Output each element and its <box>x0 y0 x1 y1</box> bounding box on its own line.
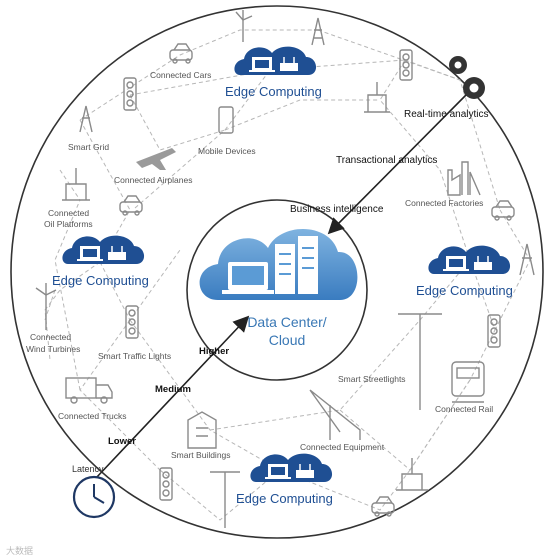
building-icon <box>187 411 217 449</box>
business-intelligence-label: Business intelligence <box>290 204 384 215</box>
analytics-arrow <box>327 94 467 235</box>
smart-grid-label: Smart Grid <box>68 142 110 152</box>
watermark: 大数据 <box>6 546 34 556</box>
train-icon <box>451 361 485 403</box>
connected-wind-label-1: Connected <box>30 332 72 342</box>
edge-computing-label-bottom: Edge Computing <box>236 491 333 506</box>
smart-streetlights-label: Smart Streetlights <box>338 374 406 384</box>
traffic-light-icon <box>399 49 413 81</box>
wind-turbine-icon <box>35 283 57 330</box>
edge-computing-label-right: Edge Computing <box>416 283 513 298</box>
mobile-devices-label: Mobile Devices <box>198 146 256 156</box>
latency-label: Latency <box>72 464 104 474</box>
connected-oil-label-1: Connected <box>48 208 90 218</box>
power-pylon-icon <box>519 243 535 276</box>
wind-turbine-icon <box>235 10 253 42</box>
car-icon <box>371 496 395 517</box>
inner-ring <box>186 199 368 381</box>
power-pylon-icon <box>79 105 93 133</box>
data-center-subtitle: Cloud <box>268 331 306 348</box>
street-light-icon <box>210 471 240 528</box>
gear-icon <box>449 56 485 99</box>
traffic-light-icon <box>487 314 501 348</box>
data-center-cloud <box>199 228 358 300</box>
connected-equipment-label: Connected Equipment <box>300 442 385 452</box>
oil-platform-icon <box>62 168 90 201</box>
car-icon <box>119 195 143 216</box>
oil-platform-icon <box>364 82 390 113</box>
transactional-analytics-label: Transactional analytics <box>336 155 438 166</box>
traffic-light-icon <box>123 77 137 111</box>
connected-wind-label-2: Wind Turbines <box>26 344 81 354</box>
airplane-icon <box>136 148 176 170</box>
clock-icon <box>72 475 116 519</box>
outer-ring <box>10 5 544 539</box>
power-pylon-icon <box>311 17 325 46</box>
edge-computing-label-top: Edge Computing <box>225 84 322 99</box>
factory-icon <box>447 161 481 196</box>
smart-traffic-lights-label: Smart Traffic Lights <box>98 351 172 361</box>
connected-factories-label: Connected Factories <box>405 198 484 208</box>
latency-higher-label: Higher <box>199 346 230 357</box>
connected-cars-label: Connected Cars <box>150 70 212 80</box>
crane-icon <box>309 389 361 440</box>
car-icon <box>169 43 193 64</box>
realtime-analytics-label: Real-time analytics <box>404 109 489 120</box>
edge-node-icon-left <box>62 235 145 264</box>
car-icon <box>491 200 515 221</box>
connected-airplanes-label: Connected Airplanes <box>114 175 193 185</box>
latency-medium-label: Medium <box>155 384 191 395</box>
edge-node-icon-top <box>234 46 317 75</box>
data-center-label: Data Center/ Cloud <box>227 314 347 349</box>
edge-node-icon-right <box>428 245 511 274</box>
latency-arrow <box>95 315 250 479</box>
traffic-light-icon <box>125 305 139 339</box>
data-center-title: Data Center/ <box>247 314 327 330</box>
edge-computing-label-left: Edge Computing <box>52 273 149 288</box>
street-light-icon <box>398 313 442 410</box>
smart-buildings-label: Smart Buildings <box>171 450 231 460</box>
edge-node-icon-bottom <box>250 453 333 482</box>
latency-lower-label: Lower <box>108 436 136 447</box>
connected-oil-label-2: Oil Platforms <box>44 219 93 229</box>
connected-rail-label: Connected Rail <box>435 404 494 414</box>
truck-icon <box>65 377 113 404</box>
oil-platform-icon <box>396 458 428 491</box>
mobile-device-icon <box>218 106 234 134</box>
traffic-light-icon <box>159 467 173 501</box>
connected-trucks-label: Connected Trucks <box>58 411 127 421</box>
